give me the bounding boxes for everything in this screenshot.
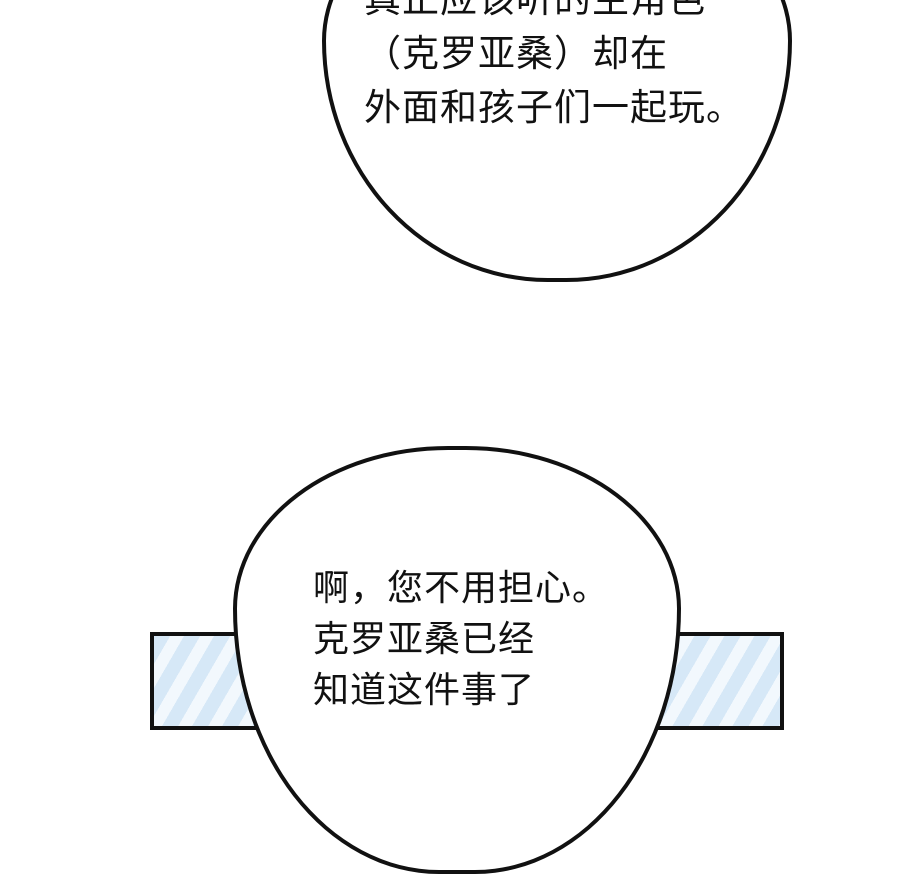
- text-line: 知道这件事了: [313, 670, 536, 711]
- speech-text-bottom: 啊，您不用担心。 克罗亚桑已经 知道这件事了: [313, 563, 609, 716]
- text-line: 外面和孩子们一起玩。: [364, 86, 744, 129]
- text-line: （克罗亚桑）却在: [364, 32, 668, 75]
- text-line: 克罗亚桑已经: [313, 619, 536, 660]
- speech-text-top: 真正应该听的主角色 （克罗亚桑）却在 外面和孩子们一起玩。: [364, 0, 744, 135]
- text-line: 真正应该听的主角色: [364, 0, 744, 27]
- text-line: 啊，您不用担心。: [313, 568, 610, 609]
